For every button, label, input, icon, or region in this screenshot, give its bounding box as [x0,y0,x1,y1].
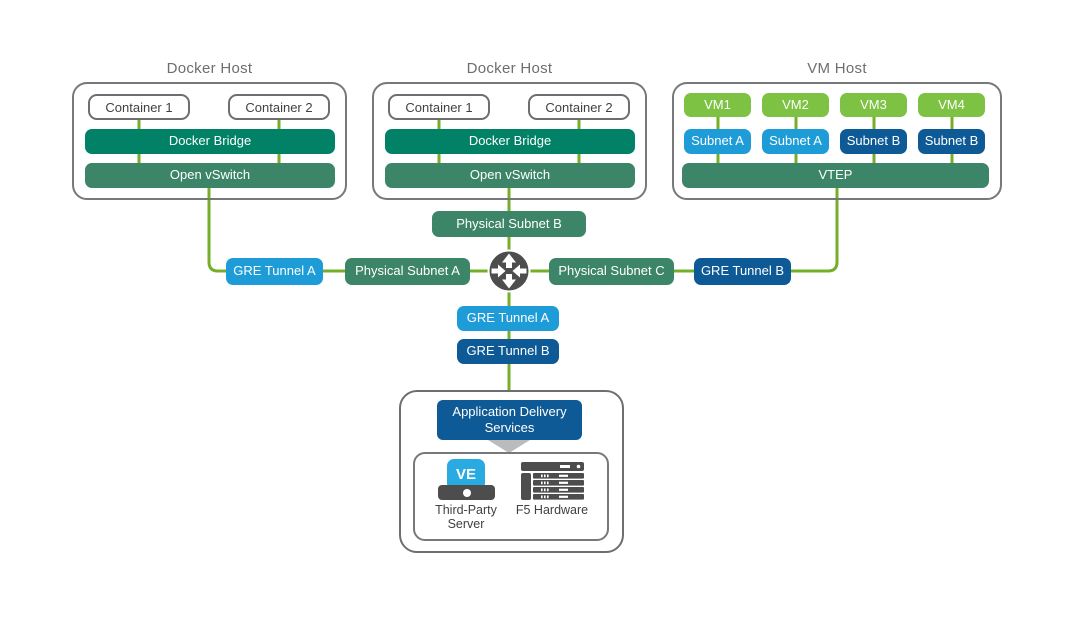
gre-tunnel-b: GRE Tunnel B [694,258,791,285]
gre-tunnel-a-lower: GRE Tunnel A [457,306,559,331]
docker-host-1-docker-bridge: Docker Bridge [85,129,335,154]
third-party-server-label: Third-Party Server [435,503,497,531]
router-cross-arrows-icon [487,249,531,293]
server-dot [462,488,471,497]
vm-3: VM3 [840,93,907,117]
f5-hardware-label: F5 Hardware [515,503,589,517]
third-party-server-icon [438,485,495,500]
docker-host-2-open-vswitch: Open vSwitch [385,163,635,188]
subnet-b-1: Subnet B [840,129,907,154]
ads-label-line1: Application Delivery [452,404,567,420]
docker-host-1-container-1: Container 1 [88,94,190,120]
physical-subnet-c: Physical Subnet C [549,258,674,285]
ve-badge-icon: VE [447,459,485,490]
vm-2: VM2 [762,93,829,117]
docker-host-1-box [72,82,347,200]
docker-host-2-container-1: Container 1 [388,94,490,120]
docker-host-2-container-2: Container 2 [528,94,630,120]
subnet-a-1: Subnet A [684,129,751,154]
application-delivery-services-box: Application Delivery Services [437,400,582,440]
docker-host-1-container-2: Container 2 [228,94,330,120]
docker-host-2-docker-bridge: Docker Bridge [385,129,635,154]
vm-host-box [672,82,1002,200]
vm-4: VM4 [918,93,985,117]
gre-tunnel-a: GRE Tunnel A [226,258,323,285]
ads-pointer-tail [488,440,530,453]
docker-host-2-box [372,82,647,200]
docker-host-2-title: Docker Host [466,60,553,77]
f5-hardware-rack-icon [521,462,584,500]
vm-1: VM1 [684,93,751,117]
vm-host-title: VM Host [807,60,867,77]
subnet-b-2: Subnet B [918,129,985,154]
gre-tunnel-b-lower: GRE Tunnel B [457,339,559,364]
physical-subnet-b: Physical Subnet B [432,211,586,237]
subnet-a-2: Subnet A [762,129,829,154]
docker-host-1-title: Docker Host [166,60,253,77]
ads-label-line2: Services [484,420,535,435]
physical-subnet-a: Physical Subnet A [345,258,470,285]
vtep-bar: VTEP [682,163,989,188]
docker-host-1-open-vswitch: Open vSwitch [85,163,335,188]
